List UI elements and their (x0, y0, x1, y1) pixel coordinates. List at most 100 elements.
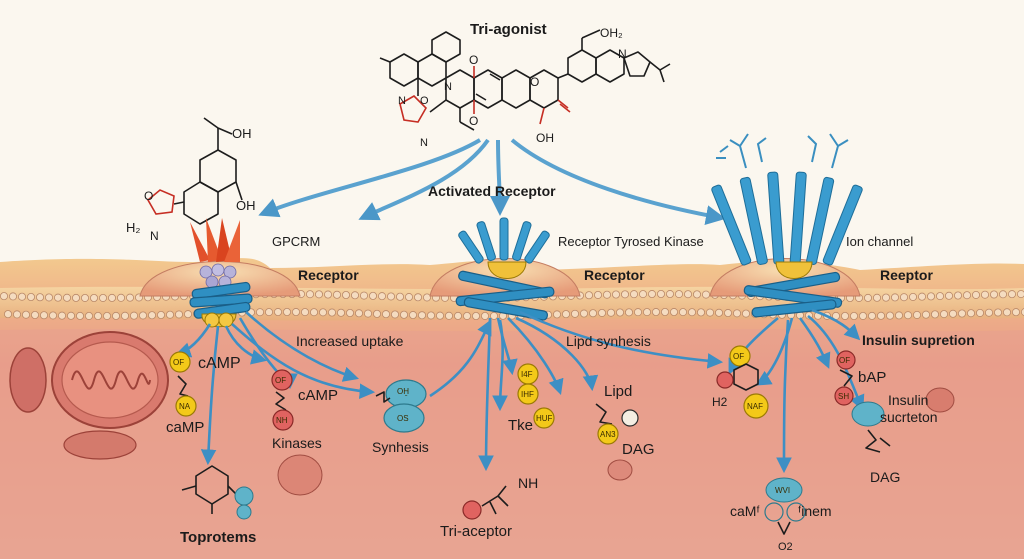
lipid-head (147, 311, 156, 320)
lipid-head (45, 293, 54, 302)
lipid-head (594, 290, 603, 299)
lipid-head (882, 293, 891, 302)
lipid-head (684, 290, 693, 299)
lipid-head (264, 308, 273, 317)
atom-h2-left: H₂ (126, 220, 140, 235)
camp-cluster-left (169, 351, 197, 417)
lipid-head (891, 293, 900, 302)
atom-n-center-left: N (420, 137, 428, 149)
lipid-head (386, 292, 395, 301)
kinase-cluster (271, 369, 294, 431)
lipid-head (363, 309, 372, 318)
lipd-label: Lipd (604, 383, 632, 400)
lipid-head (616, 308, 625, 317)
lipid-head (702, 290, 711, 299)
activation-arrows (258, 138, 726, 225)
insulin-sucrteton-label-1: Insulin (888, 392, 928, 408)
node-of-1: OF (173, 358, 184, 367)
camp-label-3: cAMP (298, 387, 338, 404)
kinases-label: Kinases (272, 435, 322, 451)
lipid-head (426, 311, 435, 320)
camp-label-2: caMP (166, 419, 204, 436)
atom-n-right: N (618, 47, 627, 61)
lipid-head (580, 309, 589, 318)
atom-n-small: N (398, 95, 406, 107)
lipid-head (724, 309, 733, 318)
lipid-head (67, 311, 76, 320)
lipid-head (112, 311, 121, 320)
lipid-head (372, 309, 381, 318)
atom-oh2-top-right: OH₂ (600, 26, 623, 40)
lipid-head (679, 308, 688, 317)
tke-label: Tke (508, 417, 533, 434)
insulin-sucrteton-label-2: sucrteton (880, 409, 938, 425)
lipid-head (462, 311, 471, 320)
lipid-head (336, 308, 345, 317)
lipid-head (30, 310, 39, 319)
lipid-head (976, 308, 985, 317)
lipid-head (413, 293, 422, 302)
node-ihf: IHF (521, 390, 534, 399)
node-i4f: I4F (521, 370, 533, 379)
lipid-head (585, 291, 594, 300)
receptor-gpcr (189, 218, 253, 328)
lipid-head (864, 293, 873, 302)
lipid-head (661, 308, 670, 317)
bap-cluster (834, 350, 891, 453)
lipid-head (444, 311, 453, 320)
lipid-head (850, 311, 859, 320)
lipid-head (165, 310, 174, 319)
lipid-head (76, 311, 85, 320)
lipid-head (940, 310, 949, 319)
node-of-2: OF (275, 376, 286, 385)
lipid-head (156, 311, 165, 320)
lipid-head (489, 311, 498, 320)
receptor-label-2: Receptor (584, 267, 645, 283)
lipid-head (981, 290, 990, 299)
lipid-head (927, 292, 936, 301)
atom-oh-center: OH (536, 131, 554, 145)
lipid-head (332, 290, 341, 299)
receptor-tyrosed-kinase-label: Receptor Tyrosed Kinase (558, 234, 704, 249)
node-sh: SH (838, 392, 849, 401)
lipid-head (108, 293, 117, 302)
lipid-head (174, 310, 183, 319)
lipid-head (341, 291, 350, 300)
camf-molecule (764, 477, 806, 535)
lipid-head (1021, 308, 1024, 316)
lipid-head (598, 308, 607, 317)
lipid-head (693, 290, 702, 299)
lipid-head (972, 290, 981, 299)
lipid-head (17, 292, 26, 301)
receptor-ion-channel (711, 133, 863, 318)
lipid-head (85, 311, 94, 320)
dag-label-2: DAG (870, 469, 900, 485)
hnem-label: ᶠinem (798, 503, 832, 519)
atom-oh-top-left: OH (232, 126, 252, 141)
lipid-head (390, 310, 399, 319)
lipid-head (291, 308, 300, 317)
lipid-head (652, 308, 661, 317)
lipid-head (395, 292, 404, 301)
lipid-head (1012, 308, 1021, 317)
lipid-head (359, 291, 368, 300)
lipid-head (1008, 290, 1017, 299)
mitochondrion-icon (9, 331, 955, 496)
lipid-head (368, 291, 377, 300)
lipid-head (634, 308, 643, 317)
lipid-head (183, 310, 192, 319)
title: Tri-agonist (470, 21, 547, 38)
lipid-head (417, 311, 426, 320)
lipid-head (99, 293, 108, 302)
toprotems-label: Toprotems (180, 529, 256, 546)
lipid-head (377, 292, 386, 301)
lipid-head (327, 308, 336, 317)
lipid-head (657, 290, 666, 299)
lipid-head (922, 310, 931, 319)
lipid-head (314, 290, 323, 299)
lipid-head (742, 309, 751, 318)
lipid-head (607, 308, 616, 317)
lipid-head (625, 308, 634, 317)
lipid-head (49, 311, 58, 320)
lipid-head (670, 308, 679, 317)
